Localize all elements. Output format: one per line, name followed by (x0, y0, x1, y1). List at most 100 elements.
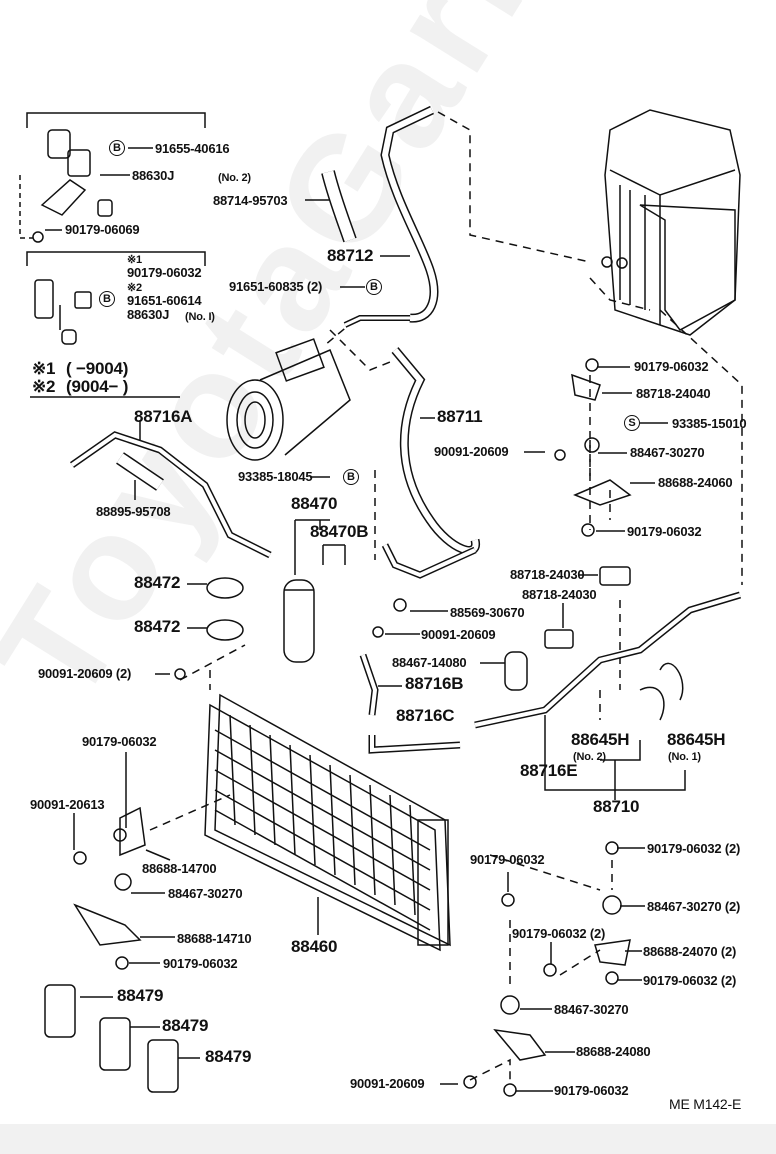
bracket-88688-14700-icon (119, 806, 146, 857)
legend-mark-1: ※1 (32, 359, 56, 378)
part-label[interactable]: 88479 (117, 986, 164, 1005)
part-label[interactable]: 90179-06032 (554, 1083, 629, 1098)
part-label[interactable]: 90091-20609 (421, 627, 496, 642)
sensor-no1-wire (659, 662, 684, 701)
cushion-88467-14080-icon (504, 651, 528, 691)
part-label[interactable]: 88688-24080 (576, 1044, 651, 1059)
part-label[interactable]: 88718-24030 (510, 567, 585, 582)
dashed-connection-lines (149, 111, 743, 1085)
part-label[interactable]: 91651-60614 (127, 293, 202, 308)
part-label[interactable]: 88467-30270 (630, 445, 705, 460)
part-label[interactable]: 90179-06032 (163, 956, 238, 971)
bolt-90091-20609-2-icon (174, 668, 186, 680)
nut-90179-06032-top-icon (585, 358, 599, 372)
part-label[interactable]: 88718-24030 (522, 587, 597, 602)
part-label[interactable]: 88645H (571, 730, 630, 749)
sensor-brackets (544, 715, 686, 800)
part-label[interactable]: 90179-06069 (65, 222, 140, 237)
nut-90179-06069-icon (32, 231, 44, 243)
cushion-88467-30270-icon (114, 873, 132, 891)
part-label[interactable]: 90091-20613 (30, 797, 105, 812)
sensor-no2-wire (639, 686, 665, 721)
compressor-icon (226, 338, 351, 461)
nut-right-top-icon (605, 841, 619, 855)
part-label[interactable]: 88714-95703 (213, 193, 288, 208)
part-label[interactable]: 88467-30270 (2) (647, 899, 741, 914)
pipe-88716A (69, 431, 272, 559)
part-label[interactable]: 88688-24070 (2) (643, 944, 737, 959)
part-label[interactable]: 90091-20609 (2) (38, 666, 132, 681)
nut-90179-06032-left-icon (113, 828, 127, 842)
part-label[interactable]: 90179-06032 (82, 734, 157, 749)
bolt-marker-B: B (343, 469, 359, 485)
clamp-88718-24030-a-icon (599, 566, 631, 586)
part-label[interactable]: 88470 (291, 494, 338, 513)
bolt-90091-20613-icon (73, 851, 87, 865)
part-label[interactable]: 88716B (405, 674, 464, 693)
group-bracket-top (26, 112, 206, 128)
bolt-marker-B: B (109, 140, 125, 156)
part-label[interactable]: 88630J (127, 307, 170, 322)
part-label[interactable]: 90179-06032 (2) (643, 973, 737, 988)
part-label[interactable]: 90179-06032 (2) (647, 841, 741, 856)
part-label[interactable]: 88710 (593, 797, 640, 816)
part-label[interactable]: 88711 (437, 407, 483, 426)
footer-band (0, 1124, 776, 1154)
leader-dashed (19, 175, 33, 239)
legend-mark-2: ※2 (32, 377, 56, 396)
part-label[interactable]: 88630J (132, 168, 175, 183)
cushion-88467-30270-top-icon (584, 437, 600, 453)
part-label[interactable]: 88472 (134, 573, 181, 592)
part-label[interactable]: 88716E (520, 761, 578, 780)
part-label[interactable]: 88716A (134, 407, 193, 426)
part-label[interactable]: 88569-30670 (450, 605, 525, 620)
part-label[interactable]: 88479 (205, 1047, 252, 1066)
clamp-88718-24040-icon (571, 373, 601, 401)
part-label[interactable]: 91651-60835 (2) (229, 279, 323, 294)
part-label[interactable]: 90179-06032 (634, 359, 709, 374)
part-label[interactable]: 90179-06032 (470, 852, 545, 867)
clamps-88472-icon (206, 577, 244, 641)
part-label[interactable]: 88472 (134, 617, 181, 636)
caps-88479-icon (44, 984, 179, 1093)
receiver-drier-icon (283, 579, 315, 663)
part-label[interactable]: 88467-30270 (168, 886, 243, 901)
bracket-88688-24060-icon (573, 479, 632, 506)
part-label[interactable]: 88470B (310, 522, 369, 541)
nut-mid-icon (501, 893, 515, 907)
part-label[interactable]: 90179-06032 (627, 524, 702, 539)
diagram-code: ME M142-E (669, 1096, 742, 1112)
part-label[interactable]: 88688-24060 (658, 475, 733, 490)
valve-88630J-no1-icon (34, 279, 92, 345)
part-note: (No. 2) (218, 172, 251, 184)
bracket-88688-24080-icon (493, 1028, 547, 1061)
part-label[interactable]: 88718-24040 (636, 386, 711, 401)
flag-note: ※2 (127, 282, 142, 294)
part-label[interactable]: 88688-14710 (177, 931, 252, 946)
part-label[interactable]: 93385-15010 (672, 416, 747, 431)
cushion-right-icon (602, 895, 622, 915)
leader-lines (45, 147, 668, 1092)
part-label[interactable]: 88460 (291, 937, 338, 956)
part-label[interactable]: 88645H (667, 730, 726, 749)
diagram-artwork (19, 105, 743, 1097)
part-label[interactable]: 88688-14700 (142, 861, 217, 876)
part-label[interactable]: 88712 (327, 246, 374, 265)
bolt-90091-20609-mid-icon (372, 626, 384, 638)
part-label[interactable]: 90179-06032 (127, 265, 202, 280)
nut-right-bottom-icon (605, 971, 619, 985)
part-label[interactable]: 88479 (162, 1016, 209, 1035)
part-label[interactable]: 88467-30270 (554, 1002, 629, 1017)
part-label[interactable]: 90091-20609 (350, 1076, 425, 1091)
part-label[interactable]: 93385-18045 (238, 469, 313, 484)
part-label[interactable]: 90091-20609 (434, 444, 509, 459)
nut-side-icon (543, 963, 557, 977)
parts-diagram-canvas: ToyotaGarMine (0, 0, 747, 1112)
part-label[interactable]: 90179-06032 (2) (512, 926, 606, 941)
part-label[interactable]: 88467-14080 (392, 655, 467, 670)
bracket-88688-24070-icon (594, 939, 631, 966)
part-label[interactable]: 88716C (396, 706, 455, 725)
part-label[interactable]: 88895-95708 (96, 504, 171, 519)
nut-lowest-icon (503, 1083, 517, 1097)
part-label[interactable]: 91655-40616 (155, 141, 230, 156)
